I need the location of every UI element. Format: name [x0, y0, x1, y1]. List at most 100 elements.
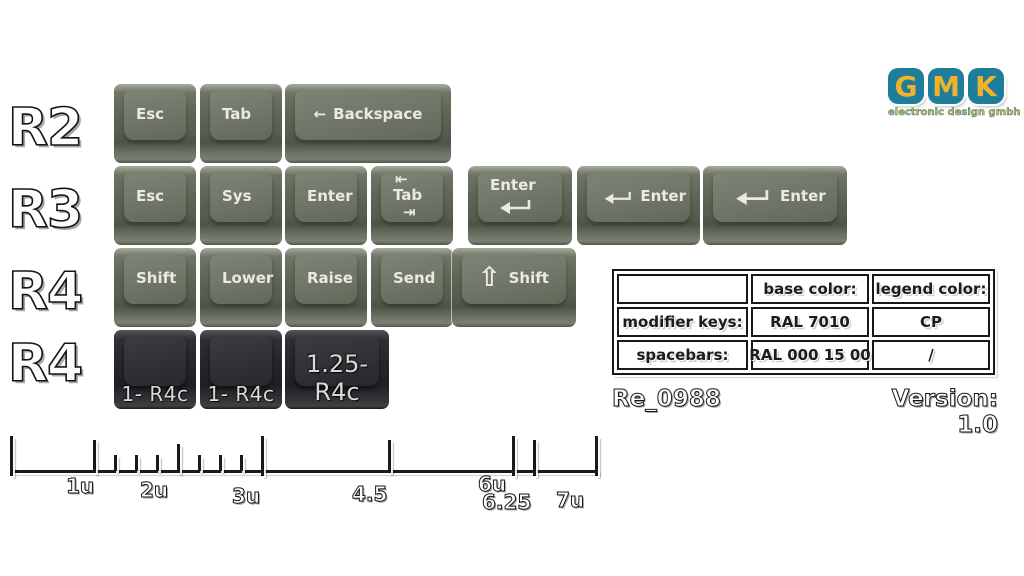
keycap-enter-125u[interactable]: Enter: [468, 166, 572, 245]
keycap-enter-15u[interactable]: Enter: [577, 166, 700, 245]
table-cell-modifier-legend: CP: [872, 307, 990, 337]
keycap-top: ⇤ Tab ⇥: [381, 171, 443, 222]
table-header-blank: [617, 274, 748, 304]
keycap-top: Tab: [210, 91, 272, 140]
row-label-r4: R4: [7, 261, 84, 323]
keycap-dark-1u-a[interactable]: 1- R4c: [114, 330, 196, 409]
shift-up-arrow-icon: ⇧: [478, 262, 501, 293]
row-label-r3: R3: [7, 179, 84, 241]
ruler-tick-2u: [177, 444, 180, 473]
keycap-size-annotation: 1.25-R4c: [305, 350, 369, 406]
keycap-top: [295, 337, 379, 386]
keycap-enter-175u[interactable]: Enter: [703, 166, 847, 245]
row-label-r4c: R4: [7, 333, 84, 395]
table-cell-modifier-keys: modifier keys:: [617, 307, 748, 337]
return-arrow-icon: [604, 191, 631, 204]
keycap-legend: Esc: [136, 186, 165, 205]
gmk-logo-letter-g: G: [888, 68, 924, 104]
ruler-tick-1u: [93, 440, 96, 473]
keycap-legend: Enter: [490, 177, 536, 214]
ruler-baseline: [10, 470, 598, 473]
keycap-top: Send: [381, 255, 443, 304]
keycap-size-annotation: 1- R4c: [121, 382, 189, 406]
ruler-tick-175u: [156, 455, 159, 471]
ruler-label-7u: 7u: [555, 488, 585, 513]
gmk-logo: G M K electronic design gmbh: [888, 68, 1021, 119]
keycap-tab-r2[interactable]: Tab: [200, 84, 282, 163]
keycap-esc-r2[interactable]: Esc: [114, 84, 196, 163]
keycap-shift-1u[interactable]: Shift: [114, 248, 196, 327]
version-label: Version: 1.0: [891, 386, 998, 439]
keycap-size-annotation: 1- R4c: [207, 382, 275, 406]
keycap-legend: Tab: [222, 104, 252, 123]
keycap-shift-15u[interactable]: ⇧ Shift: [452, 248, 576, 327]
keycap-enter-1u[interactable]: Enter: [285, 166, 367, 245]
revision-code: Re_0988: [612, 386, 722, 413]
ruler-tick-125u: [114, 455, 117, 471]
ruler-label-6u: 6u: [477, 472, 507, 497]
ruler-tick-3u: [261, 436, 264, 476]
keycap-legend: Lower: [222, 268, 274, 287]
return-arrow-icon: [736, 190, 769, 205]
table-header-base-color: base color:: [751, 274, 869, 304]
color-spec-table: base color: legend color: modifier keys:…: [612, 269, 995, 375]
keycap-legend-text: Enter: [490, 176, 536, 195]
keycap-send[interactable]: Send: [371, 248, 453, 327]
tab-right-arrow-icon: ⇥: [403, 202, 416, 221]
ruler-tick-0u: [10, 436, 13, 476]
ruler-tick-15u: [135, 455, 138, 471]
keycap-tab-arrows[interactable]: ⇤ Tab ⇥: [371, 166, 453, 245]
ruler-tick-275u: [240, 455, 243, 471]
keycap-legend: Send: [393, 268, 436, 287]
keycap-top: Lower: [210, 255, 274, 304]
keycap-legend: Shift: [508, 268, 549, 287]
keycap-legend-text: Tab: [393, 186, 423, 205]
keycap-esc-r3[interactable]: Esc: [114, 166, 196, 245]
tab-left-arrow-icon: ⇤: [395, 169, 408, 188]
keycap-legend: Raise: [307, 268, 353, 287]
table-cell-spacebar-legend: /: [872, 340, 990, 370]
gmk-logo-tiles: G M K: [888, 68, 1006, 104]
ruler-label-2u: 2u: [139, 478, 169, 503]
keycap-legend: Enter: [307, 186, 353, 205]
ruler-tick-45u: [388, 440, 391, 473]
keycap-lower[interactable]: Lower: [200, 248, 282, 327]
keycap-top: Shift: [124, 255, 186, 304]
keycap-legend: ⇤ Tab ⇥: [393, 171, 422, 221]
ruler-tick-625u: [533, 440, 536, 476]
keycap-legend: Sys: [222, 186, 252, 205]
keycap-top: ← Backspace: [295, 91, 441, 140]
table-cell-modifier-base: RAL 7010: [751, 307, 869, 337]
size-ruler: 1u 2u 3u 4.5 6u 6.25 7u: [10, 436, 602, 516]
keycap-raise[interactable]: Raise: [285, 248, 367, 327]
keycap-top: [210, 337, 272, 386]
table-cell-spacebars: spacebars:: [617, 340, 748, 370]
ruler-tick-225u: [198, 455, 201, 471]
keycap-top: [124, 337, 186, 386]
keycap-top: Esc: [124, 91, 186, 140]
keycap-legend: Enter: [640, 186, 686, 205]
keycap-top: Esc: [124, 173, 186, 222]
keycap-top: Raise: [295, 255, 357, 304]
ruler-tick-7u: [595, 436, 598, 476]
keycap-legend: Esc: [136, 104, 165, 123]
ruler-tick-6u: [512, 436, 515, 476]
keycap-top: Enter: [295, 173, 357, 222]
return-arrow-icon: [500, 199, 531, 214]
keycap-dark-125u[interactable]: 1.25-R4c: [285, 330, 389, 409]
keycap-sys[interactable]: Sys: [200, 166, 282, 245]
gmk-logo-letter-m: M: [928, 68, 964, 104]
ruler-label-1u: 1u: [65, 474, 95, 499]
table-header-legend-color: legend color:: [872, 274, 990, 304]
ruler-label-625: 6.25: [481, 490, 532, 515]
gmk-logo-subtitle: electronic design gmbh: [888, 107, 1021, 119]
keycap-top: Sys: [210, 173, 272, 222]
row-label-r2: R2: [7, 97, 84, 159]
keycap-backspace[interactable]: ← Backspace: [285, 84, 451, 163]
keycap-top: Enter: [713, 173, 837, 222]
ruler-label-45: 4.5: [351, 482, 388, 507]
keycap-top: ⇧ Shift: [462, 255, 566, 304]
keycap-dark-1u-b[interactable]: 1- R4c: [200, 330, 282, 409]
keycap-legend: Backspace: [333, 104, 423, 123]
